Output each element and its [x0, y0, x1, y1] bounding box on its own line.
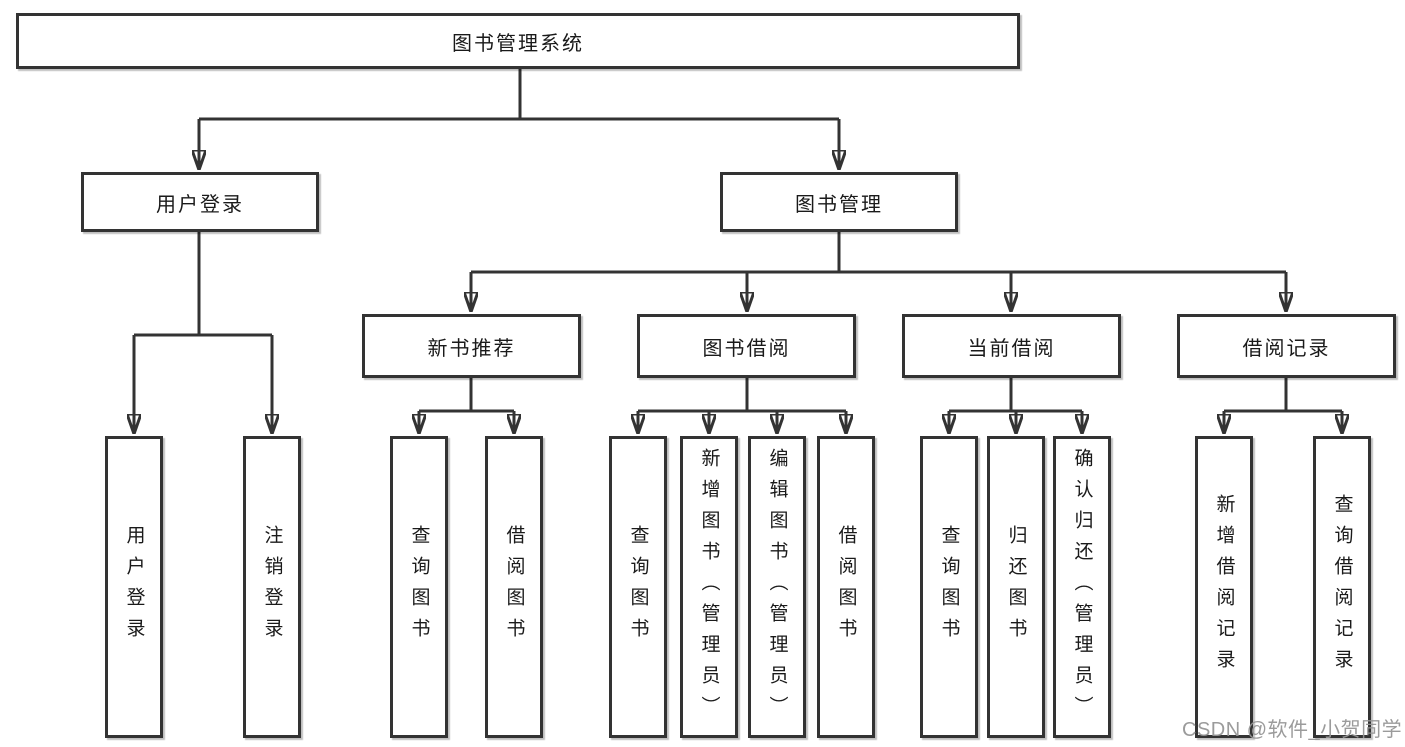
node-book-management: 图书管理 [720, 172, 958, 232]
edge-bookmgmt-to-level3 [471, 232, 1286, 311]
node-new-book-recommend: 新书推荐 [362, 314, 581, 378]
leaf-user-login: 用户登录 [105, 436, 163, 738]
edge-userlogin-to-leaves [134, 232, 272, 433]
leaf-borrow-borrow-book: 借阅图书 [817, 436, 875, 738]
node-user-login: 用户登录 [81, 172, 319, 232]
edge-currentborrow-to-leaves [949, 378, 1082, 433]
leaf-records-add-record: 新增借阅记录 [1195, 436, 1253, 738]
node-root-system: 图书管理系统 [16, 13, 1020, 69]
leaf-current-return-book: 归还图书 [987, 436, 1045, 738]
leaf-recommend-borrow-book: 借阅图书 [485, 436, 543, 738]
leaf-logout: 注销登录 [243, 436, 301, 738]
node-book-borrow: 图书借阅 [637, 314, 856, 378]
edge-newbookrec-to-leaves [419, 378, 514, 433]
leaf-records-query-record: 查询借阅记录 [1313, 436, 1371, 738]
leaf-borrow-query-book: 查询图书 [609, 436, 667, 738]
node-borrow-records: 借阅记录 [1177, 314, 1396, 378]
leaf-current-confirm-return-admin: 确认归还（管理员） [1053, 436, 1111, 738]
edge-root-to-level2 [199, 69, 839, 169]
leaf-borrow-add-book-admin: 新增图书（管理员） [680, 436, 738, 738]
csdn-watermark: CSDN @软件_小贺同学 [1182, 719, 1403, 741]
node-current-borrow: 当前借阅 [902, 314, 1121, 378]
leaf-borrow-edit-book-admin: 编辑图书（管理员） [748, 436, 806, 738]
edge-bookborrow-to-leaves [638, 378, 846, 433]
leaf-recommend-query-book: 查询图书 [390, 436, 448, 738]
edge-borrowrecords-to-leaves [1224, 378, 1342, 433]
leaf-current-query-book: 查询图书 [920, 436, 978, 738]
